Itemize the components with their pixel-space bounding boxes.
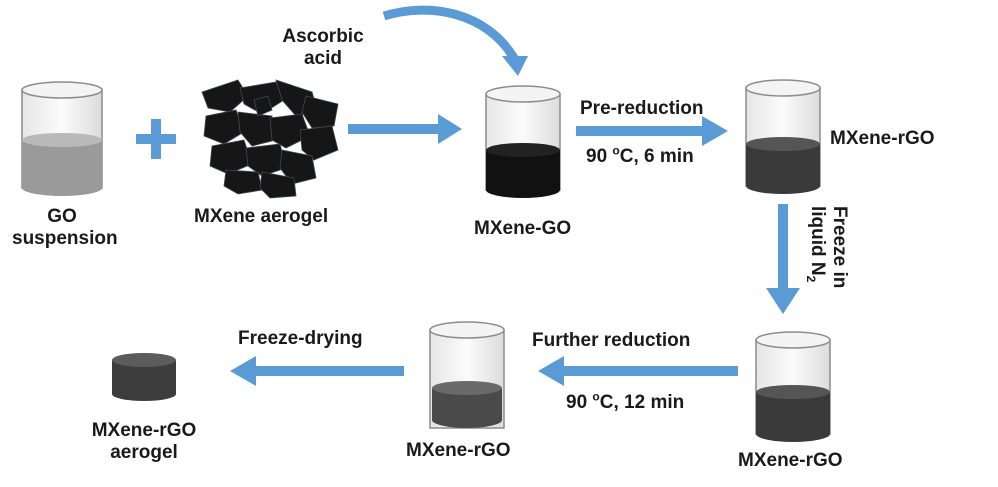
- plus-icon: [136, 119, 176, 159]
- beaker-icon-mxene-rgo-2: [755, 331, 831, 442]
- go-suspension-label: GO suspension: [12, 206, 118, 250]
- mxene-go-liquid: [486, 150, 560, 198]
- temp2-degree: o: [592, 389, 600, 404]
- rgo-liquid-2: [756, 392, 830, 442]
- further-reduction-label: Further reduction: [532, 330, 691, 351]
- mxene-rgo-label-2: MXene-rGO: [738, 450, 843, 471]
- temp2-unit-time: C, 12 min: [599, 392, 685, 413]
- ascorbic-label-line1: Ascorbic: [282, 26, 364, 47]
- beaker-icon-mxene-rgo-3: [429, 321, 505, 429]
- freeze-label-line1: Freeze in: [829, 206, 850, 289]
- temp2-value: 90: [566, 392, 593, 413]
- go-label-line2: suspension: [12, 228, 118, 249]
- mxene-rgo-label-1: MXene-rGO: [830, 128, 935, 149]
- pre-reduction-label: Pre-reduction: [580, 98, 704, 119]
- arrow-icon-further-reduction: [538, 356, 738, 386]
- cylinder-icon-aerogel: [112, 353, 176, 401]
- freeze-label-line2: liquid N2: [804, 206, 828, 288]
- temp1-value: 90: [586, 146, 613, 167]
- beaker-icon-go-suspension: [21, 81, 103, 196]
- beaker-icon-mxene-rgo-1: [745, 79, 821, 194]
- go-liquid: [22, 140, 102, 196]
- aerogel-flakes-icon: [201, 79, 339, 199]
- rgo-liquid-1: [746, 144, 820, 194]
- temperature-label-2: 90 oC, 12 min: [566, 389, 685, 414]
- final-aerogel-label: MXene-rGO aerogel: [82, 420, 206, 464]
- freeze-medium: liquid N: [807, 206, 828, 276]
- temperature-label-1: 90 oC, 6 min: [586, 143, 694, 168]
- mxene-go-label: MXene-GO: [474, 218, 572, 239]
- ascorbic-acid-label: Ascorbic acid: [270, 26, 376, 70]
- arrow-icon-to-mxene-go: [348, 114, 462, 144]
- freeze-label: Freeze in liquid N2: [804, 206, 850, 289]
- final-label-line1: MXene-rGO: [91, 420, 197, 441]
- arrow-icon-freeze-drying: [230, 356, 404, 386]
- go-label-line1: GO: [47, 206, 77, 227]
- temp1-unit-time: C, 6 min: [619, 146, 694, 167]
- final-label-line2: aerogel: [110, 442, 178, 463]
- mxene-aerogel-label: MXene aerogel: [194, 206, 329, 227]
- freeze-drying-label: Freeze-drying: [238, 328, 363, 349]
- rgo-solid: [432, 388, 502, 428]
- arrow-icon-freeze: [766, 204, 800, 314]
- mxene-rgo-label-3: MXene-rGO: [406, 440, 511, 461]
- freeze-subscript: 2: [804, 275, 819, 283]
- beaker-icon-mxene-go: [485, 85, 561, 198]
- temp1-degree: o: [612, 143, 620, 158]
- ascorbic-label-line2: acid: [303, 48, 343, 69]
- arrow-icon-pre-reduction: [576, 116, 728, 146]
- curved-arrow-icon: [382, 5, 528, 76]
